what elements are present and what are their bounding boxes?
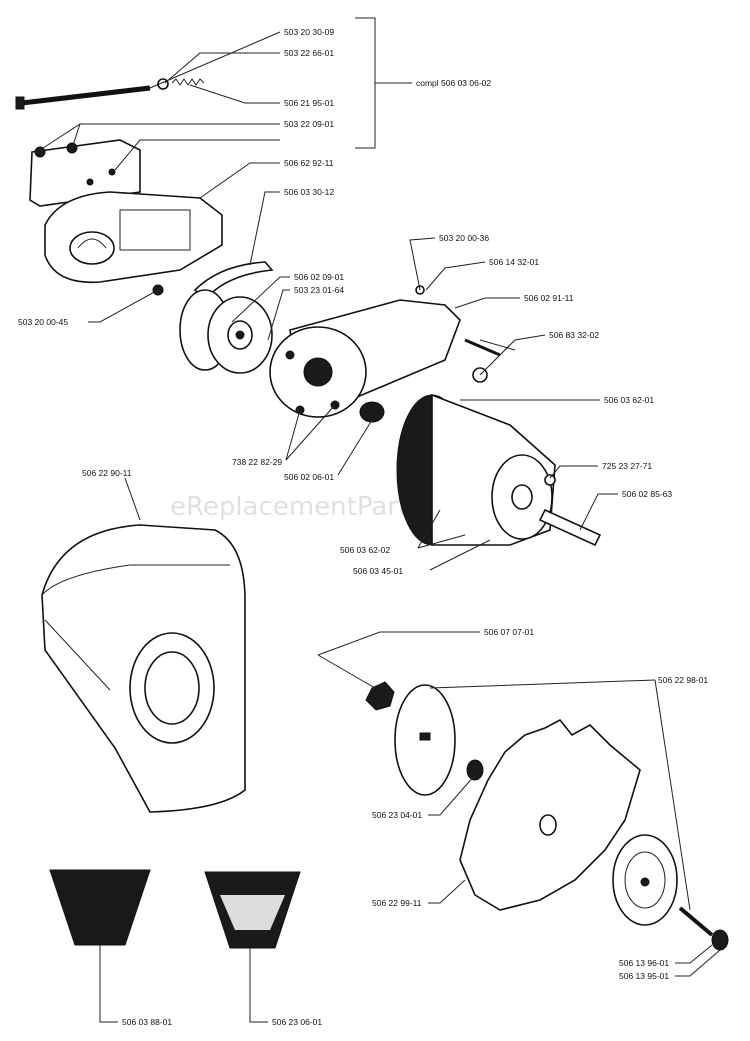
bearing bbox=[359, 401, 385, 423]
label-506036202: 506 03 62-02 bbox=[340, 545, 390, 555]
label-506229011: 506 22 90-11 bbox=[82, 468, 132, 478]
decal-right bbox=[204, 871, 301, 949]
leader-lines bbox=[39, 17, 721, 1023]
label-503203009: 503 20 30-09 bbox=[284, 27, 334, 37]
label-506036201: 506 03 62-01 bbox=[604, 395, 654, 405]
belt-pulley bbox=[179, 289, 273, 374]
label-506038801: 506 03 88-01 bbox=[122, 1017, 172, 1027]
label-506029111: 506 02 91-11 bbox=[524, 293, 574, 303]
label-506230401: 506 23 04-01 bbox=[372, 810, 422, 820]
label-738228229: 738 22 82-29 bbox=[232, 457, 282, 467]
drive-belt bbox=[193, 261, 274, 302]
label-506020601: 506 02 06-01 bbox=[284, 472, 334, 482]
drive-arm bbox=[269, 285, 516, 418]
label-506229911: 506 22 99-11 bbox=[372, 898, 422, 908]
label-506139501: 506 13 95-01 bbox=[619, 971, 669, 981]
label-503200036: 503 20 00-36 bbox=[439, 233, 489, 243]
belt-housing bbox=[44, 191, 223, 296]
label-compl: compl 506 03 06-02 bbox=[416, 78, 491, 88]
label-506833202: 506 83 32-02 bbox=[549, 330, 599, 340]
label-506033012: 506 03 30-12 bbox=[284, 187, 334, 197]
label-506219501: 506 21 95-01 bbox=[284, 98, 334, 108]
part-labels: 503 20 30-09 503 22 66-01 compl 506 03 0… bbox=[18, 27, 708, 1027]
label-725232771: 725 23 27-71 bbox=[602, 461, 652, 471]
label-506020901: 506 02 09-01 bbox=[294, 272, 344, 282]
decal-left bbox=[49, 869, 151, 946]
label-503230164: 503 23 01-64 bbox=[294, 285, 344, 295]
tine-assembly bbox=[365, 681, 729, 951]
label-506028563: 506 02 85-63 bbox=[622, 489, 672, 499]
label-506143201: 506 14 32-01 bbox=[489, 257, 539, 267]
long-bolt bbox=[15, 85, 151, 110]
label-503226601: 503 22 66-01 bbox=[284, 48, 334, 58]
label-506070701: 506 07 07-01 bbox=[484, 627, 534, 637]
tine-drum bbox=[396, 393, 602, 547]
label-506139601: 506 13 96-01 bbox=[619, 958, 669, 968]
label-506034501: 506 03 45-01 bbox=[353, 566, 403, 576]
label-503200045: 503 20 00-45 bbox=[18, 317, 68, 327]
label-506229801: 506 22 98-01 bbox=[658, 675, 708, 685]
label-506230601: 506 23 06-01 bbox=[272, 1017, 322, 1027]
label-506629211: 506 62 92-11 bbox=[284, 158, 334, 168]
drum-cover bbox=[41, 524, 246, 813]
mount-bracket bbox=[29, 139, 141, 207]
label-503220901: 503 22 09-01 bbox=[284, 119, 334, 129]
